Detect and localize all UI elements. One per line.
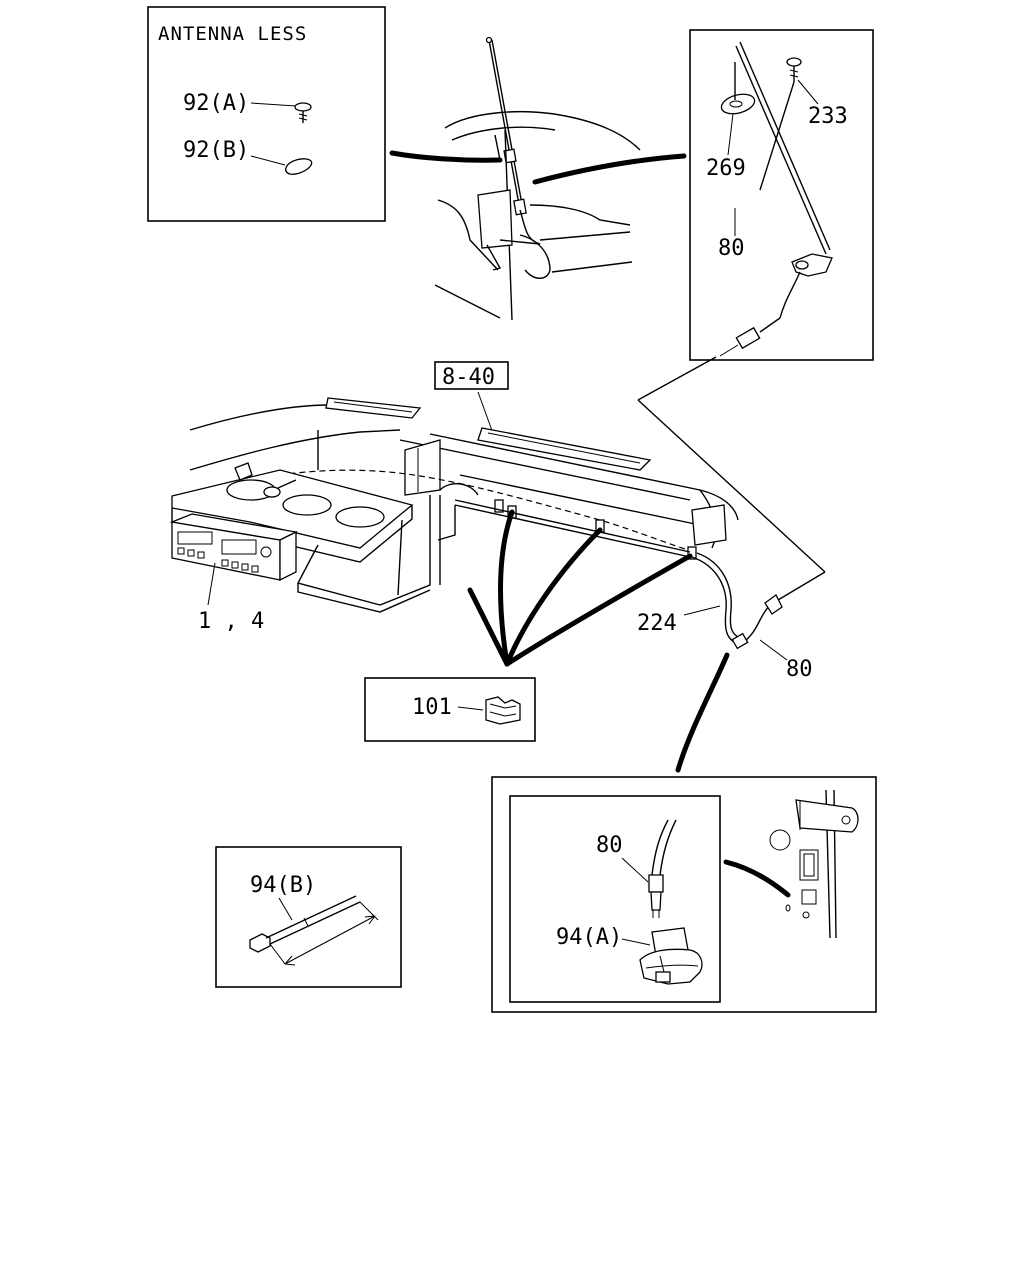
screw-92a-icon [294, 102, 312, 123]
routing-leader [637, 356, 826, 601]
part-label-94b: 94(B) [250, 873, 316, 898]
dashboard-assembly: 1 , 4 224 80 [169, 397, 813, 773]
washer-269-icon [720, 93, 756, 115]
part-label-269: 269 [706, 156, 746, 181]
inset-antenna-less: ANTENNA LESS 92(A) 92(B) [147, 6, 386, 222]
part-label-224: 224 [637, 611, 677, 636]
fender-antenna-view [389, 36, 687, 321]
inset-connector: 80 94(A) [491, 776, 877, 1013]
cap-92b-icon [284, 158, 313, 175]
connector-clip-94a-icon [639, 927, 703, 985]
part-label-94a: 94(A) [556, 925, 622, 950]
inset-clip-101: 101 [364, 677, 536, 742]
cable-tie-94b-icon [249, 895, 379, 966]
part-label-radio: 1 , 4 [198, 609, 264, 634]
part-label-92b: 92(B) [183, 138, 249, 163]
screw-233-icon [786, 57, 802, 82]
inset-tie-94b: 94(B) [215, 846, 402, 988]
radio-unit-icon [169, 513, 299, 582]
part-label-92a: 92(A) [183, 91, 249, 116]
part-label-80-inset: 80 [596, 833, 623, 858]
part-label-233: 233 [808, 104, 848, 129]
clip-101-icon [485, 696, 521, 725]
ref-box-8-40: 8-40 [434, 361, 509, 437]
body-panel-icon [769, 789, 859, 939]
ref-label-8-40: 8-40 [442, 365, 495, 390]
antenna-less-title: ANTENNA LESS [158, 23, 307, 45]
inset-antenna-assembly: 233 269 80 [689, 29, 874, 361]
part-label-80-main: 80 [786, 657, 813, 682]
part-label-101: 101 [412, 695, 452, 720]
part-label-80-top: 80 [718, 236, 745, 261]
antenna-mount-icon [791, 253, 833, 277]
